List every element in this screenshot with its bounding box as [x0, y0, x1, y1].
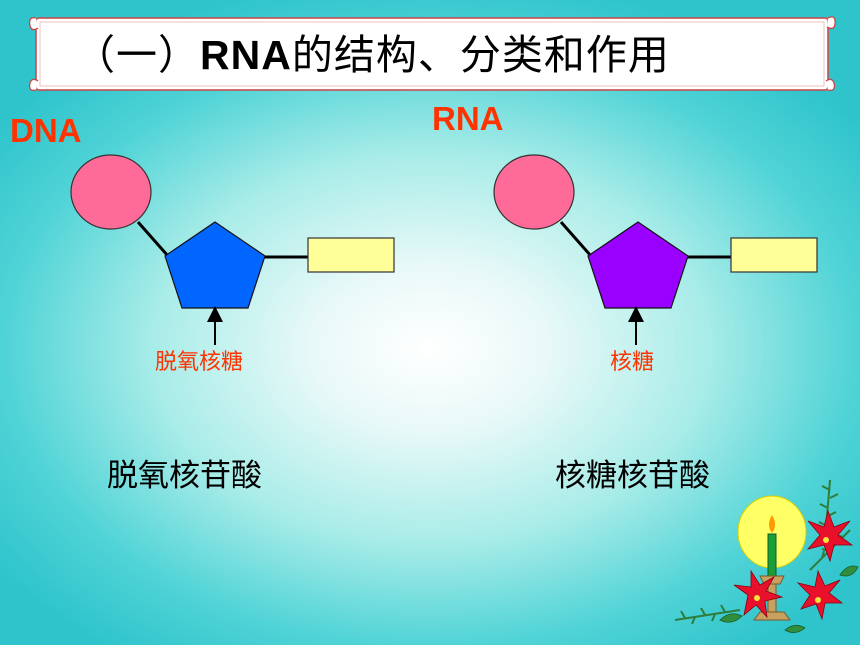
rna-sugar-label: 核糖 [610, 350, 655, 375]
title-bold: RNA [200, 32, 292, 78]
dna-caption: 脱氧核苷酸 [107, 458, 262, 494]
dna-nucleotide [70, 154, 395, 345]
rna-label: RNA [432, 100, 504, 137]
rna-phosphate-bond [559, 221, 593, 257]
rna-nucleotide [493, 154, 818, 345]
rna-caption: 核糖核苷酸 [555, 458, 710, 494]
page-title: （一）RNA的结构、分类和作用 [74, 28, 670, 82]
scroll-banner-shape [28, 16, 836, 91]
title-prefix: （一） [74, 31, 200, 79]
title-banner: （一）RNA的结构、分类和作用 [28, 14, 836, 94]
dna-base [307, 237, 395, 273]
rna-ribose [587, 221, 689, 309]
dna-deoxyribose [164, 221, 266, 309]
dna-sugar-label: 脱氧核糖 [155, 350, 244, 375]
dna-phosphate-bond [136, 221, 170, 257]
candle-poinsettia-decoration [674, 479, 859, 633]
title-rest: 的结构、分类和作用 [291, 31, 670, 79]
dna-phosphate [70, 154, 152, 230]
rna-base [730, 237, 818, 273]
rna-phosphate [493, 154, 575, 230]
dna-label: DNA [10, 112, 82, 149]
